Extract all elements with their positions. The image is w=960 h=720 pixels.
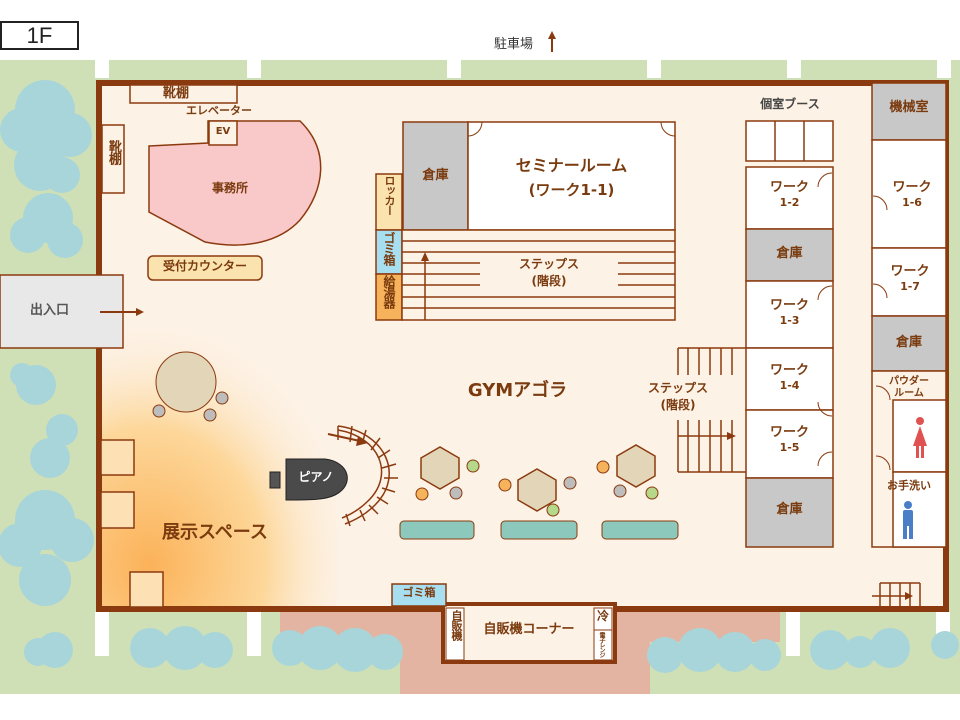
- steps-middle-sub-label: (階段): [660, 398, 696, 412]
- elevator: [208, 120, 238, 146]
- water-heater-label: 給湯器: [382, 275, 396, 308]
- steps-bottom-right: [872, 582, 921, 606]
- female-restroom-icon: [913, 417, 927, 458]
- piano: [285, 458, 348, 501]
- reception-label: 受付カウンター: [162, 259, 247, 273]
- benches: [399, 520, 679, 540]
- steps-middle-label: ステップス: [647, 381, 708, 395]
- right-column: [871, 82, 947, 548]
- vending-corner-label: 自販機コーナー: [483, 622, 575, 637]
- piano-bench: [269, 471, 281, 489]
- steps-upper-sub-label: (階段): [531, 274, 567, 288]
- gym-agora-label: GYMアゴラ: [467, 380, 568, 401]
- trash-box-bottom: [391, 583, 447, 607]
- seminar-room: [467, 121, 676, 231]
- vending-machine: [445, 607, 465, 661]
- round-table-set: [152, 351, 229, 422]
- reception-counter: [147, 255, 263, 281]
- seminar-room-label: セミナールーム: [515, 156, 628, 175]
- fridge-label: 冷: [596, 609, 609, 623]
- piano-label: ピアノ: [298, 470, 334, 484]
- exhibit-space-label: 展示スペース: [162, 522, 268, 543]
- storage-seminar: [402, 121, 469, 231]
- locker-label: ロッカー: [383, 175, 396, 215]
- office-label: 事務所: [211, 181, 248, 195]
- steps-upper-lines: [402, 240, 675, 320]
- office: [148, 120, 322, 246]
- male-restroom-icon: [903, 501, 913, 539]
- powder-room-label: パウダールーム: [889, 376, 929, 399]
- entrance-label: 出入口: [30, 303, 70, 318]
- vending-machine-label: 自販機: [450, 610, 463, 640]
- shoe-shelf-left-label: 靴棚: [106, 140, 121, 164]
- storage-right-label: 倉庫: [895, 335, 922, 350]
- trash-label: ゴミ箱: [382, 232, 396, 265]
- shoe-shelf-left: [101, 124, 125, 194]
- trees: [0, 80, 959, 673]
- spiral-staircase: [337, 425, 398, 527]
- locker: [375, 173, 403, 231]
- floor-label: 1F: [0, 21, 79, 50]
- elevator-caption: エレベーター: [186, 104, 252, 117]
- shoe-shelf-top-label: 靴棚: [163, 86, 190, 101]
- storage-work-1-label: 倉庫: [776, 246, 803, 261]
- exhibit-panels: [100, 439, 164, 608]
- hexagon-table-sets: [415, 444, 659, 517]
- storage-seminar-label: 倉庫: [422, 168, 449, 183]
- machine-room-label: 機械室: [889, 100, 929, 115]
- storage-work-2-label: 倉庫: [776, 502, 803, 517]
- elevator-label: EV: [215, 126, 231, 137]
- steps-middle: [677, 347, 746, 473]
- microwave-label: 電子レンジ: [598, 632, 605, 657]
- fence-posts: [95, 60, 951, 656]
- steps-upper: [401, 229, 676, 321]
- parking-label: 駐車場: [494, 37, 534, 52]
- private-booths: [745, 120, 834, 162]
- private-booth-label: 個室ブース: [760, 97, 820, 111]
- steps-upper-label: ステップス: [518, 257, 579, 271]
- work-rooms-column: [745, 166, 834, 548]
- trash-bottom-label: ゴミ箱: [402, 586, 436, 599]
- shoe-shelf-top: [129, 84, 238, 104]
- vending-corner: [441, 602, 617, 664]
- seminar-room-sub-label: (ワーク1-1): [528, 181, 615, 199]
- microwave: [593, 629, 613, 661]
- water-heater: [375, 273, 403, 321]
- restroom-label: お手洗い: [887, 479, 931, 492]
